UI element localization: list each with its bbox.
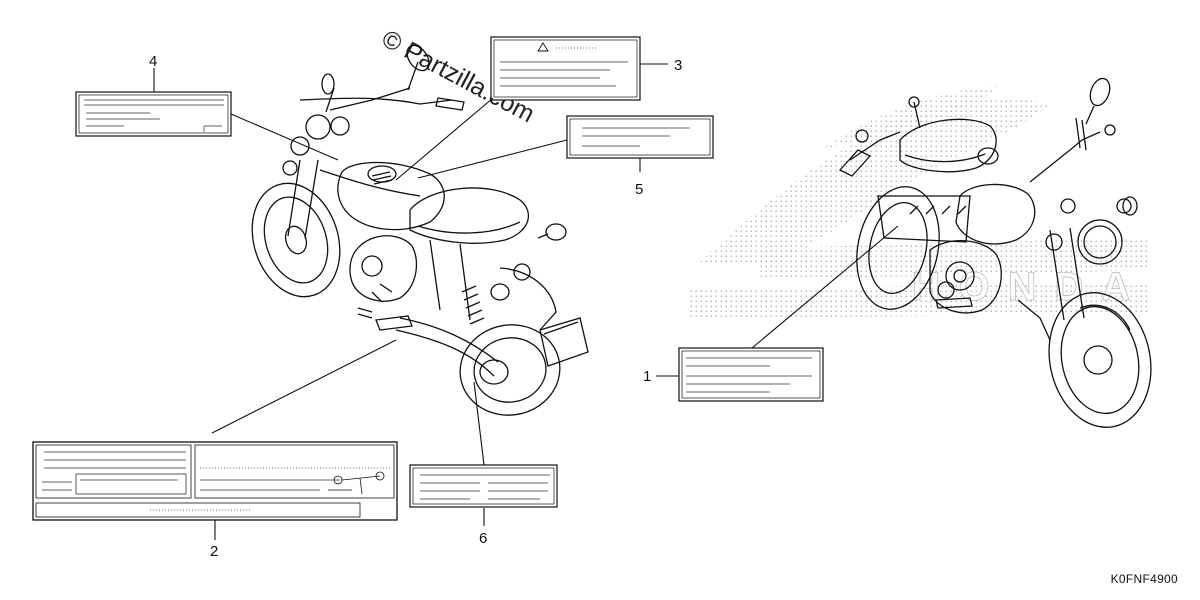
callout-2: 2 bbox=[210, 543, 218, 560]
leader-line-4 bbox=[153, 68, 339, 161]
warning-triangle-icon bbox=[537, 42, 549, 52]
motorcycle-left-view bbox=[251, 44, 589, 416]
label-1-tag[interactable] bbox=[678, 347, 824, 402]
label-6-tag[interactable] bbox=[409, 464, 558, 508]
leader-lines bbox=[153, 63, 899, 540]
leader-line-3 bbox=[395, 63, 668, 181]
diagram-code: K0FNF4900 bbox=[1110, 572, 1178, 586]
label-2-tire-info-tag[interactable] bbox=[32, 441, 398, 521]
label-5-tag[interactable] bbox=[566, 115, 714, 159]
motorcycle-right-view bbox=[838, 77, 1152, 428]
honda-wing-background: HONDA bbox=[690, 86, 1150, 320]
leader-line-1 bbox=[656, 225, 899, 377]
callout-5: 5 bbox=[635, 181, 643, 198]
leader-line-5 bbox=[417, 139, 641, 179]
label-3-warning-tag[interactable] bbox=[490, 36, 641, 101]
callout-6: 6 bbox=[479, 530, 487, 547]
callout-1: 1 bbox=[643, 368, 651, 385]
callout-4: 4 bbox=[149, 53, 157, 70]
leader-line-6 bbox=[473, 381, 485, 526]
leader-line-2 bbox=[211, 339, 397, 540]
label-4-caution-tag[interactable] bbox=[75, 91, 232, 137]
callout-3: 3 bbox=[674, 57, 682, 74]
